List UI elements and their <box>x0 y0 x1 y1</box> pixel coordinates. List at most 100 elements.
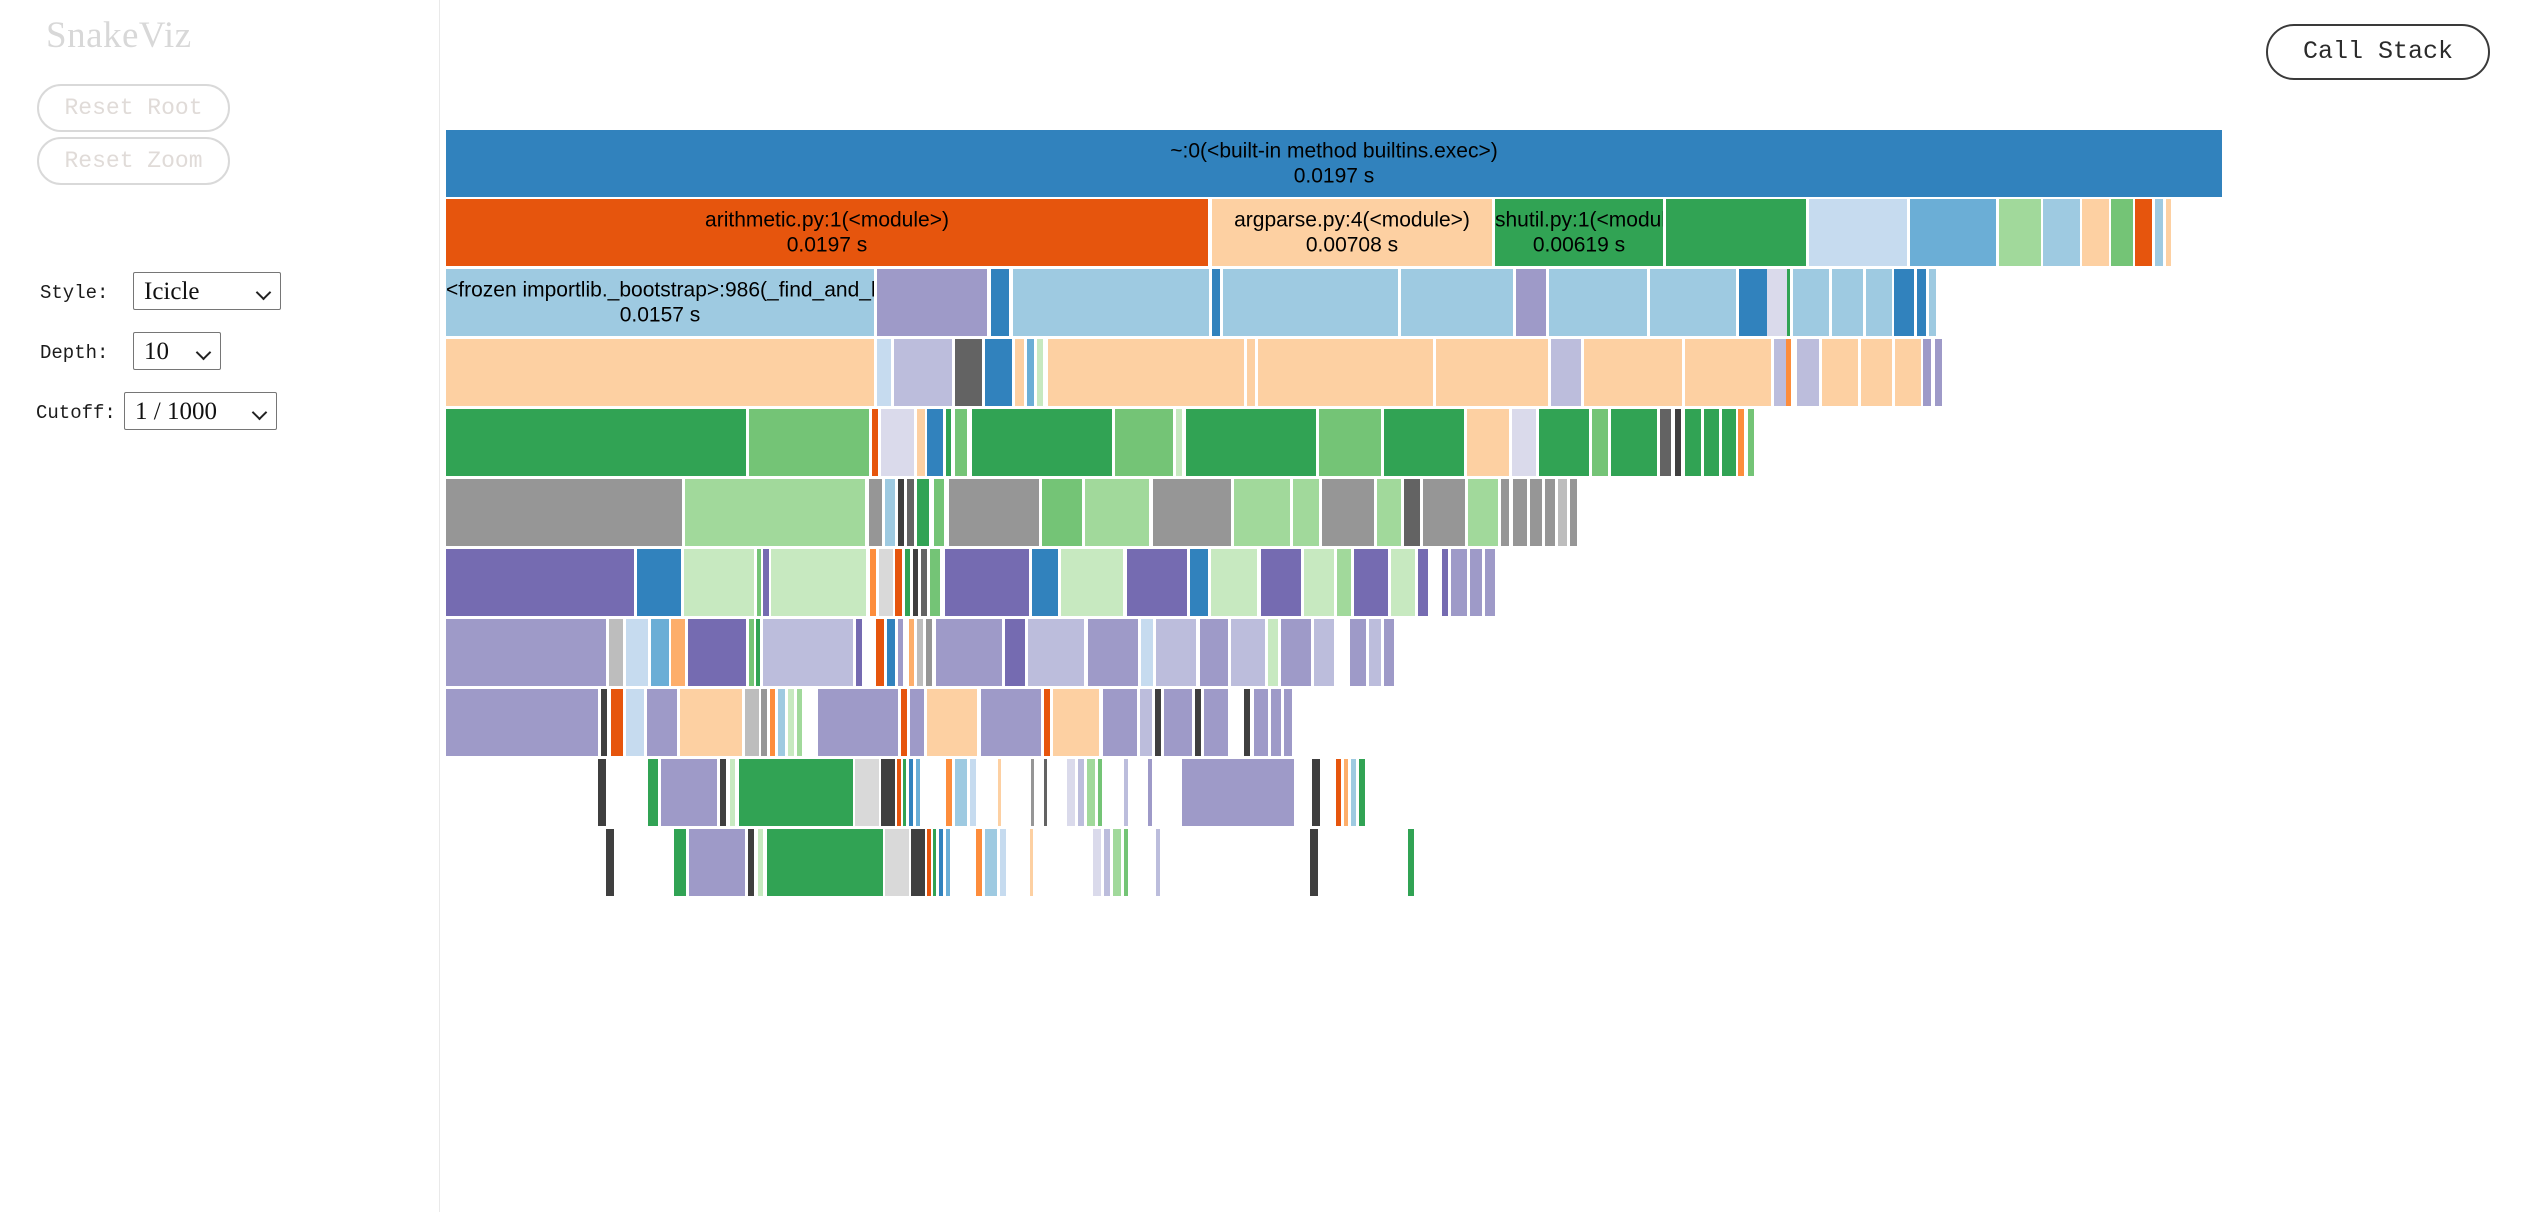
icicle-block[interactable] <box>1312 759 1320 826</box>
icicle-block[interactable] <box>1124 759 1128 826</box>
icicle-block[interactable] <box>1200 619 1228 686</box>
icicle-block[interactable] <box>1015 339 1024 406</box>
icicle-block[interactable] <box>1042 479 1082 546</box>
icicle-block[interactable] <box>1793 269 1829 336</box>
icicle-block[interactable] <box>985 829 997 896</box>
icicle-block[interactable] <box>674 829 686 896</box>
icicle-block[interactable] <box>763 549 769 616</box>
icicle-block[interactable] <box>684 549 754 616</box>
icicle-block[interactable] <box>1359 759 1365 826</box>
icicle-block[interactable] <box>1797 339 1819 406</box>
icicle-block[interactable] <box>1436 339 1548 406</box>
icicle-block[interactable] <box>1470 549 1482 616</box>
icicle-block[interactable] <box>1032 549 1058 616</box>
icicle-block[interactable] <box>1195 689 1201 756</box>
icicle-block[interactable] <box>1088 619 1138 686</box>
reset-root-button[interactable]: Reset Root <box>37 84 230 132</box>
icicle-block[interactable] <box>887 619 895 686</box>
icicle-block[interactable] <box>611 689 623 756</box>
icicle-block[interactable] <box>1404 479 1420 546</box>
icicle-block[interactable] <box>1190 549 1208 616</box>
icicle-block[interactable] <box>916 759 920 826</box>
icicle-block[interactable] <box>1485 549 1495 616</box>
icicle-block[interactable] <box>1999 199 2041 266</box>
icicle-block[interactable] <box>1391 549 1415 616</box>
icicle-block[interactable] <box>1513 479 1527 546</box>
icicle-block[interactable] <box>1244 689 1250 756</box>
icicle-block[interactable] <box>1258 339 1433 406</box>
icicle-block[interactable] <box>955 339 982 406</box>
icicle-block[interactable] <box>1685 339 1771 406</box>
icicle-block[interactable] <box>1087 759 1095 826</box>
icicle-block[interactable] <box>1451 549 1467 616</box>
icicle-block[interactable] <box>730 759 735 826</box>
icicle-block[interactable] <box>945 549 1029 616</box>
icicle-block[interactable] <box>689 829 745 896</box>
icicle-block[interactable] <box>1031 759 1034 826</box>
icicle-block[interactable] <box>1666 199 1806 266</box>
icicle-block[interactable] <box>1423 479 1465 546</box>
icicle-block[interactable] <box>1739 269 1767 336</box>
icicle-block[interactable] <box>998 759 1001 826</box>
icicle-block[interactable] <box>881 409 914 476</box>
icicle-block[interactable] <box>2155 199 2163 266</box>
icicle-block[interactable] <box>1910 199 1996 266</box>
icicle-block[interactable] <box>1570 479 1577 546</box>
icicle-block[interactable] <box>1468 479 1498 546</box>
icicle-block[interactable] <box>1098 759 1102 826</box>
icicle-block[interactable] <box>1030 829 1033 896</box>
reset-zoom-button[interactable]: Reset Zoom <box>37 137 230 185</box>
icicle-block[interactable] <box>749 409 869 476</box>
icicle-block[interactable] <box>1738 409 1744 476</box>
icicle-block[interactable] <box>1337 549 1351 616</box>
icicle-block[interactable] <box>1866 269 1892 336</box>
icicle-block[interactable] <box>885 479 895 546</box>
icicle-block[interactable] <box>1675 409 1681 476</box>
icicle-block[interactable] <box>1787 269 1790 336</box>
icicle-block[interactable] <box>1005 619 1025 686</box>
icicle-block[interactable] <box>1156 619 1196 686</box>
icicle-block[interactable] <box>1660 409 1671 476</box>
icicle-block[interactable] <box>905 549 910 616</box>
icicle-block[interactable] <box>1314 619 1334 686</box>
icicle-block[interactable] <box>745 689 759 756</box>
icicle-block[interactable] <box>1304 549 1334 616</box>
icicle-block[interactable] <box>1408 829 1414 896</box>
icicle-block[interactable] <box>1895 339 1921 406</box>
cutoff-select[interactable]: 1 / 1000 <box>124 392 277 430</box>
icicle-block[interactable] <box>870 549 876 616</box>
icicle-block[interactable] <box>1115 409 1173 476</box>
icicle-block[interactable] <box>771 549 866 616</box>
icicle-block[interactable] <box>946 829 950 896</box>
icicle-block[interactable] <box>685 479 865 546</box>
icicle-block[interactable] <box>1067 759 1075 826</box>
icicle-block[interactable] <box>879 549 893 616</box>
icicle-block[interactable] <box>1530 479 1542 546</box>
icicle-block[interactable] <box>446 339 874 406</box>
icicle-block[interactable] <box>1104 829 1110 896</box>
icicle-block[interactable] <box>991 269 1009 336</box>
icicle-block[interactable] <box>1176 409 1182 476</box>
icicle-block[interactable] <box>946 409 951 476</box>
icicle-block[interactable] <box>901 689 907 756</box>
icicle-block[interactable] <box>1418 549 1428 616</box>
icicle-block[interactable] <box>1377 479 1401 546</box>
icicle-block[interactable] <box>872 409 878 476</box>
icicle-block[interactable] <box>930 549 940 616</box>
icicle-block[interactable] <box>976 829 982 896</box>
icicle-block[interactable] <box>1336 759 1341 826</box>
icicle-block[interactable] <box>756 619 760 686</box>
icicle-block[interactable] <box>1322 479 1374 546</box>
icicle-block[interactable] <box>1384 409 1464 476</box>
icicle-block[interactable] <box>1268 619 1278 686</box>
icicle-block[interactable] <box>1917 269 1926 336</box>
icicle-block[interactable] <box>1558 479 1567 546</box>
icicle-block[interactable] <box>1767 269 1787 336</box>
icicle-block[interactable] <box>647 689 677 756</box>
icicle-block[interactable] <box>671 619 685 686</box>
icicle-block[interactable] <box>1044 689 1050 756</box>
icicle-block[interactable] <box>913 549 918 616</box>
icicle-block[interactable] <box>921 549 927 616</box>
icicle-block[interactable] <box>1284 689 1292 756</box>
icicle-block[interactable] <box>1929 269 1936 336</box>
